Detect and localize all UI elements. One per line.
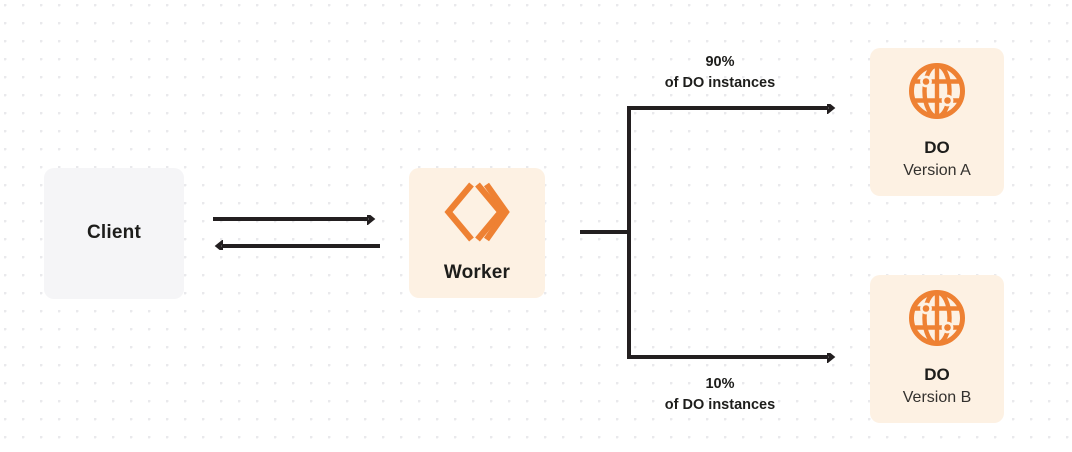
node-do-version-a: DO Version A <box>870 48 1004 196</box>
node-client-label: Client <box>87 222 141 244</box>
edge-label-do-a: 90% of DO instances <box>610 52 830 94</box>
edge-label-do-a-percent: 90% <box>705 54 735 70</box>
globe-icon <box>908 289 966 352</box>
node-do-version-b: DO Version B <box>870 275 1004 423</box>
edge-label-do-b: 10% of DO instances <box>610 374 830 416</box>
node-do-b-label: DO <box>924 365 950 385</box>
edge-label-do-b-text: of DO instances <box>664 397 776 414</box>
node-do-b-sublabel: Version B <box>902 388 972 406</box>
node-worker-label: Worker <box>443 262 511 284</box>
edge-label-do-b-percent: 10% <box>705 376 735 392</box>
edge-worker-split-stub <box>580 106 631 359</box>
node-client: Client <box>44 168 184 299</box>
node-worker: Worker <box>409 168 545 298</box>
edge-label-do-a-text: of DO instances <box>664 75 776 92</box>
node-do-a-label: DO <box>924 138 950 158</box>
globe-icon <box>908 62 966 125</box>
node-do-a-sublabel: Version A <box>903 161 971 179</box>
cloudflare-workers-icon <box>444 181 510 248</box>
